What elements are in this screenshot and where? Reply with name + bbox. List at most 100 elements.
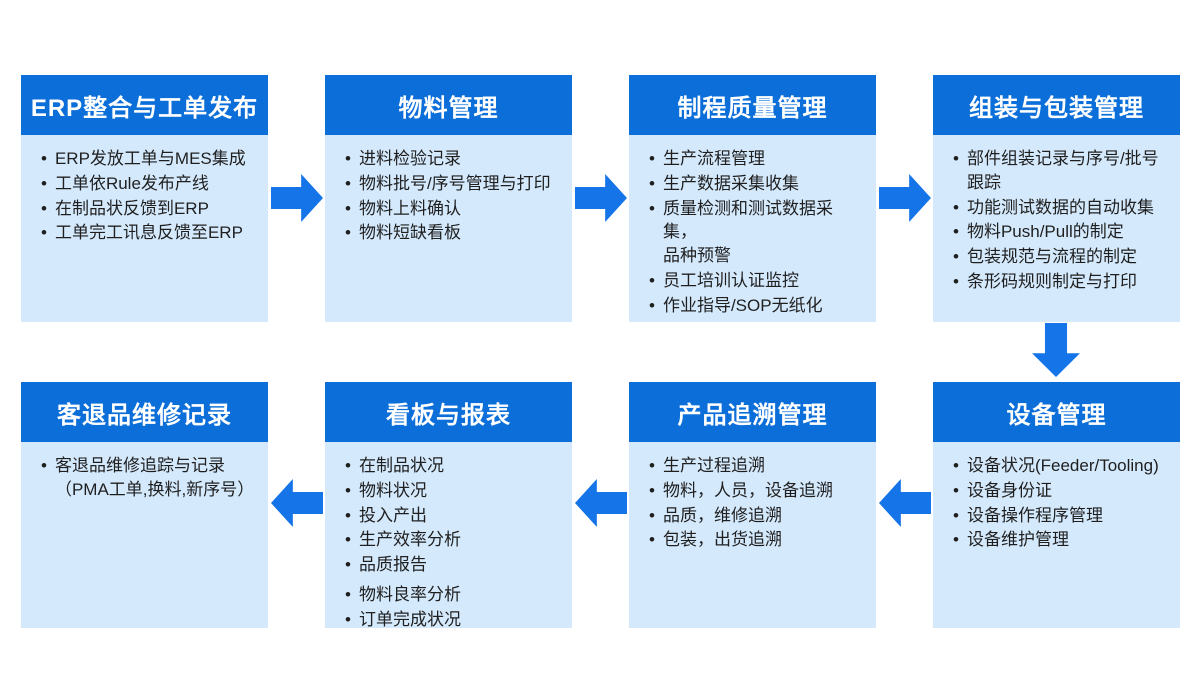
bullet-text: 物料短缺看板: [358, 223, 461, 243]
bullet-icon: •: [345, 480, 351, 500]
box-material-management: 物料管理 •进料检验记录 •物料批号/序号管理与打印 •物料上料确认 •物料短缺…: [325, 75, 572, 322]
bullet-item: • 品质报告: [345, 553, 562, 577]
bullet-text: 质量检测和测试数据采集， 品种预警: [662, 198, 833, 266]
bullet-icon: •: [953, 505, 959, 525]
bullet-icon: •: [345, 456, 351, 475]
bullet-text: 功能测试数据的自动收集: [966, 197, 1154, 217]
box-process-quality-title: 制程质量管理: [629, 75, 876, 135]
box-erp-work-order-title: ERP整合与工单发布: [21, 75, 268, 135]
bullet-icon: •: [649, 295, 655, 315]
box-dashboard-reports-body: • 在制品状况 • 物料状况 •投入产出 •生产效率分析 • 品质报告 • 物料良率分析…: [325, 442, 572, 629]
bullet-item: •物料批号/序号管理与打印: [345, 172, 562, 196]
bullet-icon: •: [953, 480, 959, 500]
bullet-text: 生产数据采集收集: [662, 173, 799, 193]
bullet-text: 物料，人员，设备追溯: [662, 480, 833, 500]
bullet-text: 进料检验记录: [358, 149, 461, 168]
bullet-text: 订单完成状况: [358, 609, 461, 629]
bullet-text: 条形码规则制定与打印: [966, 271, 1137, 291]
bullet-text: 工单依Rule发布产线: [54, 173, 209, 193]
bullet-text: 设备维护管理: [966, 530, 1069, 550]
bullet-icon: •: [345, 505, 351, 525]
flow-arrow-right-3-icon: [879, 174, 931, 222]
bullet-icon: •: [345, 530, 351, 550]
bullet-icon: •: [345, 223, 351, 243]
box-assembly-packaging: 组装与包装管理 •部件组装记录与序号/批号 跟踪 •功能测试数据的自动收集 •物…: [933, 75, 1180, 322]
flow-arrow-right-2-icon: [575, 174, 627, 222]
bullet-icon: •: [41, 223, 47, 243]
box-equipment-management: 设备管理 • 设备状况(Feeder/Tooling) • 设备身份证 • 设备操作程…: [933, 382, 1180, 628]
bullet-icon: •: [953, 456, 959, 475]
bullet-icon: •: [953, 149, 959, 168]
box-material-management-title: 物料管理: [325, 75, 572, 135]
bullet-item: •条形码规则制定与打印: [953, 270, 1170, 294]
bullet-icon: •: [953, 197, 959, 217]
bullet-item: • 作业指导/SOP无纸化: [649, 294, 866, 318]
bullet-text: 工单完工讯息反馈至ERP: [54, 223, 243, 243]
bullet-item: •在制品状反馈到ERP: [41, 197, 258, 221]
bullet-icon: •: [649, 530, 655, 550]
bullet-text: 设备身份证: [966, 480, 1052, 500]
box-product-traceability-body: • 生产过程追溯 • 物料，人员，设备追溯 • 品质，维修追溯 • 包装，出货追溯: [629, 442, 876, 628]
bullet-text: 作业指导/SOP无纸化: [662, 295, 823, 315]
bullet-item: • 设备身份证: [953, 479, 1170, 503]
bullet-icon: •: [649, 198, 655, 218]
bullet-text: 物料Push/Pull的制定: [966, 222, 1124, 242]
box-equipment-management-title: 设备管理: [933, 382, 1180, 442]
bullet-text: 物料良率分析: [358, 584, 461, 604]
bullet-text: 设备操作程序管理: [966, 505, 1103, 525]
bullet-item: • 在制品状况: [345, 454, 562, 478]
box-erp-work-order-body: •ERP发放工单与MES集成 •工单依Rule发布产线 •在制品状反馈到ERP …: [21, 135, 268, 322]
bullet-icon: •: [953, 530, 959, 550]
bullet-icon: •: [649, 173, 655, 193]
bullet-item: •生产效率分析: [345, 528, 562, 552]
flow-arrow-right-1-icon: [271, 174, 323, 222]
bullet-icon: •: [345, 173, 351, 193]
bullet-text: 生产流程管理: [662, 149, 765, 168]
flow-arrow-left-1-icon: [879, 479, 931, 527]
bullet-item: • 部件组装记录与序号/批号 跟踪: [953, 147, 1170, 195]
bullet-item: • 品质，维修追溯: [649, 504, 866, 528]
bullet-item: •投入产出: [345, 504, 562, 528]
bullet-text: 员工培训认证监控: [662, 270, 799, 290]
bullet-icon: •: [953, 247, 959, 267]
bullet-text: 在制品状况: [358, 456, 444, 475]
bullet-item: • 质量检测和测试数据采集， 品种预警: [649, 197, 866, 268]
bullet-text: 生产过程追溯: [662, 456, 765, 475]
bullet-item: •物料Push/Pull的制定: [953, 220, 1170, 244]
bullet-icon: •: [345, 198, 351, 218]
bullet-text: 客退品维修追踪与记录 （PMA工单,换料,新序号）: [54, 456, 255, 499]
bullet-text: 设备状况(Feeder/Tooling): [966, 456, 1159, 475]
bullet-icon: •: [41, 456, 47, 475]
bullet-item: • 包装，出货追溯: [649, 528, 866, 552]
bullet-text: 部件组装记录与序号/批号 跟踪: [966, 149, 1159, 192]
bullet-icon: •: [649, 270, 655, 290]
bullet-text: 包装规范与流程的制定: [966, 247, 1137, 267]
box-dashboard-reports: 看板与报表 • 在制品状况 • 物料状况 •投入产出 •生产效率分析 • 品质报告 •…: [325, 382, 572, 629]
bullet-item: • 物料，人员，设备追溯: [649, 479, 866, 503]
box-dashboard-reports-title: 看板与报表: [325, 382, 572, 442]
bullet-icon: •: [345, 609, 351, 629]
box-assembly-packaging-title: 组装与包装管理: [933, 75, 1180, 135]
bullet-icon: •: [649, 480, 655, 500]
bullet-text: ERP发放工单与MES集成: [54, 149, 246, 168]
bullet-icon: •: [345, 584, 351, 604]
bullet-item: • 包装规范与流程的制定: [953, 245, 1170, 269]
box-customer-return-repair-body: • 客退品维修追踪与记录 （PMA工单,换料,新序号）: [21, 442, 268, 628]
flow-arrow-down-icon: [1032, 323, 1080, 377]
box-process-quality: 制程质量管理 • 生产流程管理 • 生产数据采集收集 • 质量检测和测试数据采集， 品…: [629, 75, 876, 322]
box-product-traceability: 产品追溯管理 • 生产过程追溯 • 物料，人员，设备追溯 • 品质，维修追溯 • 包装，…: [629, 382, 876, 628]
bullet-text: 包装，出货追溯: [662, 530, 782, 550]
bullet-item: •工单依Rule发布产线: [41, 172, 258, 196]
box-assembly-packaging-body: •部件组装记录与序号/批号 跟踪 •功能测试数据的自动收集 •物料Push/Pu…: [933, 135, 1180, 322]
bullet-text: 物料状况: [358, 480, 427, 500]
box-equipment-management-body: • 设备状况(Feeder/Tooling) • 设备身份证 • 设备操作程序管理 •…: [933, 442, 1180, 628]
bullet-item: • 设备操作程序管理: [953, 504, 1170, 528]
bullet-item: •进料检验记录: [345, 147, 562, 171]
bullet-item: • 订单完成状况: [345, 608, 562, 632]
bullet-icon: •: [649, 505, 655, 525]
bullet-icon: •: [345, 555, 351, 575]
bullet-text: 品质报告: [358, 555, 427, 575]
bullet-item: • 工单完工讯息反馈至ERP: [41, 221, 258, 245]
bullet-text: 品质，维修追溯: [662, 505, 782, 525]
box-product-traceability-title: 产品追溯管理: [629, 382, 876, 442]
